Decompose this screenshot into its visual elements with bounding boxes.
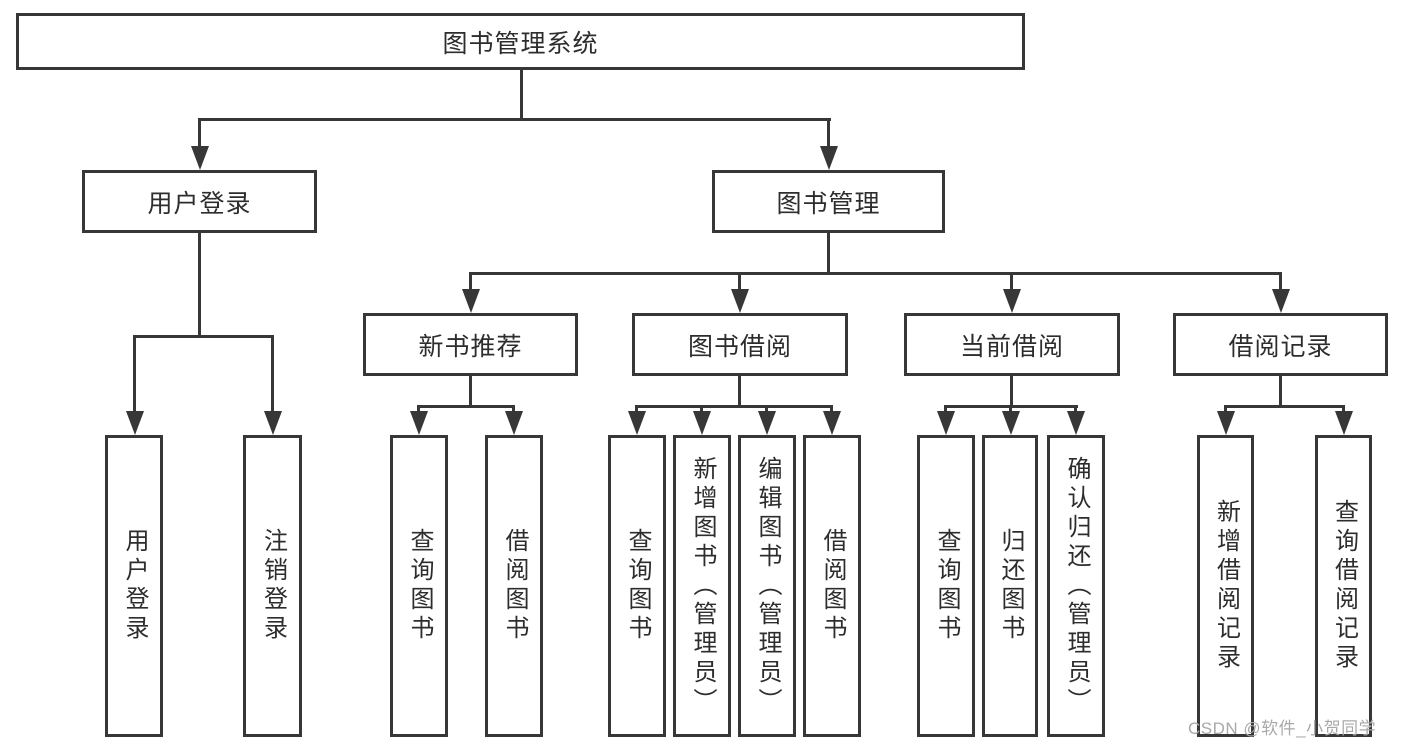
node-user-login-label: 用户登录 [147, 189, 252, 218]
node-library-system-label: 图书管理系统 [442, 29, 599, 58]
connector-line [417, 405, 420, 415]
node-user-login: 用户登录 [82, 170, 317, 233]
connector-line [700, 405, 703, 415]
connector-line [830, 405, 833, 415]
connector-line [469, 376, 472, 405]
connector-line [1224, 405, 1227, 415]
arrow-down-icon [937, 411, 955, 435]
node-current-borrowing: 当前借阅 [904, 313, 1120, 376]
connector-line [765, 405, 768, 415]
leaf-return-books-label: 归还图书 [997, 528, 1024, 644]
connector-line [1010, 272, 1013, 293]
leaf-confirm-return-admin-label: 确认归还（管理员） [1063, 455, 1090, 717]
connector-line [133, 335, 274, 338]
leaf-add-books-admin: 新增图书（管理员） [673, 435, 731, 737]
leaf-query-borrow-record: 查询借阅记录 [1315, 435, 1372, 737]
connector-line [417, 405, 515, 408]
node-book-borrowing: 图书借阅 [632, 313, 848, 376]
arrow-down-icon [126, 411, 144, 435]
leaf-add-borrow-record: 新增借阅记录 [1197, 435, 1254, 737]
leaf-query-borrow-record-label: 查询借阅记录 [1330, 499, 1358, 673]
connector-line [635, 405, 833, 408]
leaf-edit-books-admin: 编辑图书（管理员） [738, 435, 796, 737]
connector-line [827, 233, 830, 272]
arrow-down-icon [1335, 411, 1353, 435]
leaf-add-borrow-record-label: 新增借阅记录 [1212, 499, 1240, 673]
leaf-borrow-books-recommend-label: 借阅图书 [501, 528, 528, 644]
node-new-book-recommendation: 新书推荐 [363, 313, 578, 376]
leaf-logout-label: 注销登录 [259, 528, 287, 644]
node-book-management-label: 图书管理 [776, 189, 881, 218]
arrow-down-icon [693, 411, 711, 435]
leaf-query-books-borrowing-label: 查询图书 [624, 528, 651, 644]
node-borrowing-records: 借阅记录 [1173, 313, 1388, 376]
node-library-system: 图书管理系统 [16, 13, 1025, 70]
leaf-return-books: 归还图书 [982, 435, 1038, 737]
arrow-down-icon [1003, 289, 1021, 313]
arrow-down-icon [191, 146, 209, 170]
leaf-add-books-admin-label: 新增图书（管理员） [689, 455, 716, 717]
arrow-down-icon [410, 411, 428, 435]
arrow-down-icon [1002, 411, 1020, 435]
arrow-down-icon [264, 411, 282, 435]
leaf-confirm-return-admin: 确认归还（管理员） [1047, 435, 1105, 737]
connector-line [520, 69, 523, 118]
arrow-down-icon [758, 411, 776, 435]
connector-line [469, 272, 1282, 275]
connector-line [1224, 405, 1345, 408]
leaf-edit-books-admin-label: 编辑图书（管理员） [754, 455, 781, 717]
connector-line [635, 405, 638, 415]
leaf-query-books-current-label: 查询图书 [933, 528, 960, 644]
node-book-management: 图书管理 [712, 170, 945, 233]
arrow-down-icon [1272, 289, 1290, 313]
arrow-down-icon [1067, 411, 1085, 435]
arrow-down-icon [731, 289, 749, 313]
connector-line [198, 233, 201, 335]
connector-line [1279, 272, 1282, 293]
arrow-down-icon [462, 289, 480, 313]
arrow-down-icon [820, 146, 838, 170]
leaf-query-books-current: 查询图书 [917, 435, 975, 737]
node-book-borrowing-label: 图书借阅 [687, 332, 792, 361]
node-new-book-recommendation-label: 新书推荐 [418, 332, 523, 361]
leaf-borrow-books-label: 借阅图书 [819, 528, 846, 644]
connector-line [198, 118, 831, 121]
connector-line [827, 118, 830, 150]
connector-line [198, 118, 201, 150]
connector-line [1279, 376, 1282, 405]
connector-line [1342, 405, 1345, 415]
connector-line [738, 376, 741, 405]
connector-line [469, 272, 472, 293]
leaf-query-books-recommend: 查询图书 [390, 435, 448, 737]
connector-line [1074, 405, 1077, 415]
connector-line [133, 335, 136, 415]
arrow-down-icon [628, 411, 646, 435]
arrow-down-icon [1217, 411, 1235, 435]
arrow-down-icon [505, 411, 523, 435]
connector-line [1010, 376, 1013, 405]
leaf-borrow-books: 借阅图书 [803, 435, 861, 737]
leaf-user-login-label: 用户登录 [121, 528, 148, 644]
connector-line [271, 335, 274, 415]
connector-line [944, 405, 947, 415]
node-current-borrowing-label: 当前借阅 [959, 332, 1064, 361]
leaf-borrow-books-recommend: 借阅图书 [485, 435, 543, 737]
leaf-query-books-borrowing: 查询图书 [608, 435, 666, 737]
node-borrowing-records-label: 借阅记录 [1228, 332, 1333, 361]
connector-line [512, 405, 515, 415]
connector-line [738, 272, 741, 293]
leaf-logout: 注销登录 [243, 435, 302, 737]
leaf-user-login: 用户登录 [105, 435, 163, 737]
csdn-watermark: CSDN @软件_小贺同学 [1188, 719, 1377, 738]
connector-line [1009, 405, 1012, 415]
arrow-down-icon [823, 411, 841, 435]
leaf-query-books-recommend-label: 查询图书 [406, 528, 433, 644]
